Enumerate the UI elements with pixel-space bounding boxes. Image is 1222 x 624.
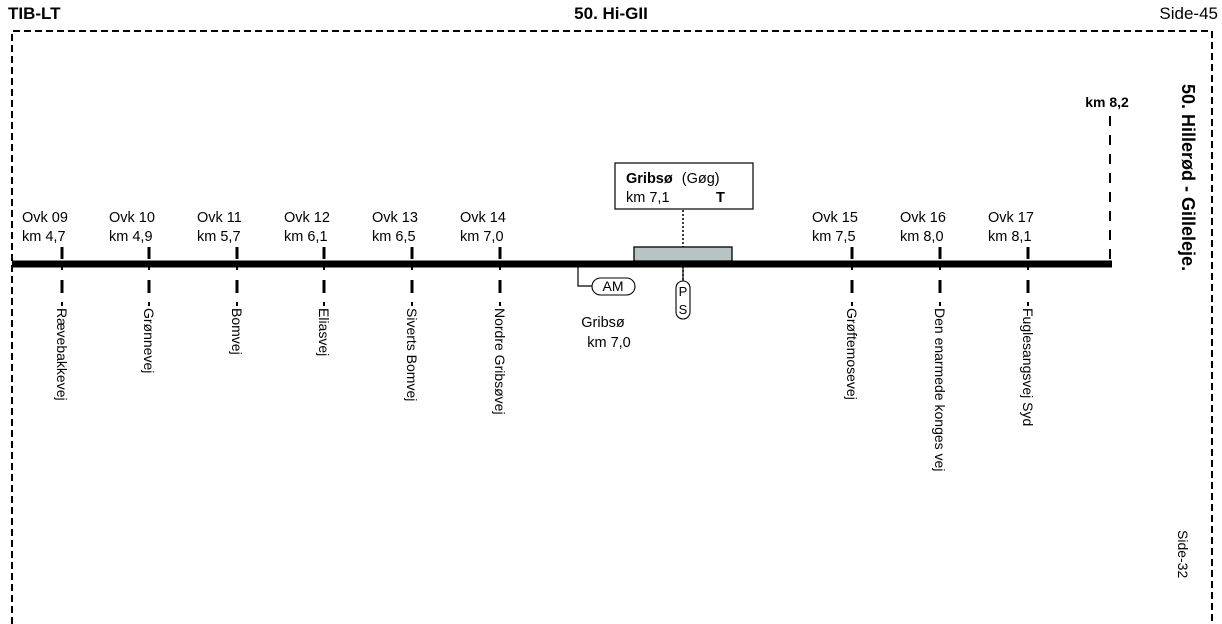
header-title: 50. Hi-GII: [574, 4, 648, 23]
crossing-road-name: Rævebakkevej: [54, 308, 70, 401]
crossing-ovk-label: Ovk 16: [900, 210, 946, 226]
crossing-ovk-label: Ovk 12: [284, 210, 330, 226]
crossing-ovk-label: Ovk 14: [460, 210, 506, 226]
end-km-label: km 8,2: [1085, 94, 1129, 110]
ps-sign-top: P: [679, 284, 688, 299]
am-signal-km: km 7,0: [587, 335, 631, 351]
crossing-ovk-label: Ovk 11: [197, 210, 242, 226]
crossing-km-label: km 6,5: [372, 229, 416, 245]
crossing-ovk-label: Ovk 17: [988, 210, 1034, 226]
platform: [633, 246, 733, 262]
station-box: [614, 162, 754, 210]
crossing-ovk-label: Ovk 13: [372, 210, 418, 226]
am-signal-stem: [577, 267, 592, 287]
crossing-ovk-label: Ovk 09: [22, 210, 68, 226]
am-signal-label: AM: [603, 278, 624, 294]
crossing-ovk-label: Ovk 15: [812, 210, 858, 226]
station-name: Gribsø: [626, 171, 673, 187]
crossing-road-name: Bomvej: [229, 308, 245, 355]
side-reference: Side-32: [1175, 530, 1191, 578]
crossing-road-name: Grønnevej: [141, 308, 157, 373]
crossing-road-name: Eliasvej: [316, 308, 332, 356]
header-page-number: Side-45: [1159, 4, 1218, 23]
station-gribso[interactable]: Gribsø (Gøg) km 7,1 T: [614, 162, 754, 210]
station-code: (Gøg): [682, 171, 720, 187]
crossing-road-name: Grøftemosevej: [844, 308, 860, 400]
crossing-km-label: km 8,0: [900, 229, 944, 245]
ps-sign: [675, 280, 691, 320]
crossing-km-label: km 7,0: [460, 229, 504, 245]
crossing-km-label: km 6,1: [284, 229, 328, 245]
am-signal-name: Gribsø: [581, 315, 625, 331]
crossing-road-name: Nordre Gribsøvej: [492, 308, 508, 415]
am-signal-box: [591, 277, 636, 296]
line-title: 50. Hillerød - Gilleleje.: [1178, 84, 1198, 271]
crossing-km-label: km 5,7: [197, 229, 241, 245]
frame-border: [11, 30, 1213, 624]
crossing-road-name: Fuglesangsvej Syd: [1020, 308, 1036, 426]
ps-sign-bottom: S: [679, 302, 688, 317]
header-left-code: TIB-LT: [8, 4, 61, 23]
crossing-km-label: km 8,1: [988, 229, 1032, 245]
crossing-km-label: km 7,5: [812, 229, 856, 245]
crossing-km-label: km 4,7: [22, 229, 66, 245]
crossing-km-label: km 4,9: [109, 229, 153, 245]
crossing-road-name: Siverts Bomvej: [404, 308, 420, 401]
station-flag: T: [716, 190, 725, 206]
station-km: km 7,1: [626, 190, 670, 206]
crossing-road-name: Den enarmede konges vej: [932, 308, 948, 471]
station-name-line: Gribsø (Gøg): [626, 171, 720, 187]
crossing-ovk-label: Ovk 10: [109, 210, 155, 226]
